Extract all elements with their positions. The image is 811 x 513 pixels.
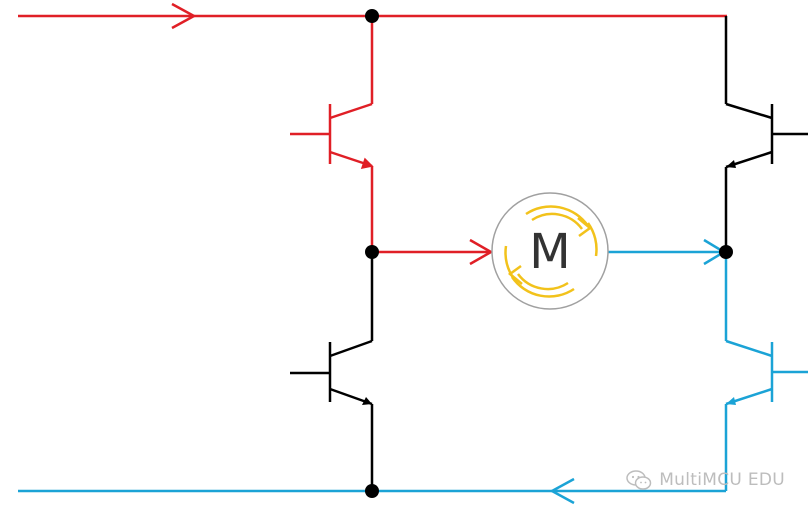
top-rail-arrow <box>171 2 197 30</box>
bottom-rail-arrow <box>549 477 575 505</box>
junction-dot-left-mid <box>365 245 379 259</box>
transistor-top-right-emitter-arrow <box>726 160 736 168</box>
transistor-bottom-left <box>290 252 374 491</box>
wechat-icon <box>626 470 652 490</box>
transistor-bottom-right <box>724 252 808 491</box>
watermark-text: MultiMCU EDU <box>659 470 785 490</box>
motor-rotation-icon <box>504 205 598 298</box>
junction-dot-right-mid <box>719 245 733 259</box>
motor-body <box>491 192 609 310</box>
left-node-to-motor-arrow <box>469 238 494 266</box>
motor-label: M <box>529 224 570 280</box>
transistor-top-left-emitter-arrow <box>360 157 374 169</box>
watermark: MultiMCU EDU <box>626 467 785 493</box>
junction-dot-bottom <box>365 484 379 498</box>
motor: M <box>491 192 609 310</box>
transistor-top-right <box>724 16 808 252</box>
transistor-top-left <box>290 16 374 252</box>
transistor-bottom-left-emitter-arrow <box>362 397 372 405</box>
transistor-bottom-right-emitter-arrow <box>726 397 736 405</box>
junction-dot-top <box>365 9 379 23</box>
